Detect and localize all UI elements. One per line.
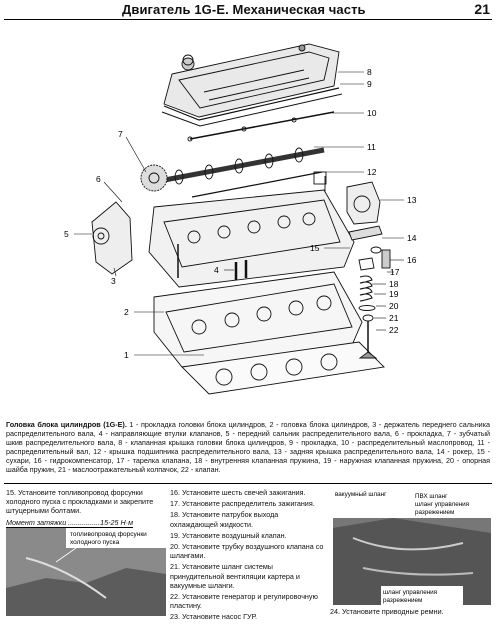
photo2-label-control-hose-2: шланг управления — [383, 589, 437, 596]
page-number: 21 — [474, 1, 490, 17]
step-16: 16. Установите шесть свечей зажигания. — [170, 488, 306, 497]
callout-11: 11 — [367, 142, 376, 152]
photo2-label-pcv-hose: ПВХ шланг — [415, 493, 448, 500]
step-17: 17. Установите распределитель зажигания. — [170, 499, 315, 509]
step-22: 22. Установите генератор и регулировочну… — [170, 592, 318, 611]
callout-6: 6 — [96, 174, 101, 184]
callout-5: 5 — [64, 229, 69, 239]
callout-12: 12 — [367, 167, 377, 177]
callout-4: 4 — [214, 265, 219, 275]
step-23: 23. Установите насос ГУР. — [170, 612, 257, 622]
cold-start-pipe-photo: топливопровод форсунки холодного пуска — [6, 528, 166, 616]
photo2-label-vacuum-hose: вакуумный шланг — [335, 490, 387, 498]
callout-17: 17 — [390, 267, 400, 277]
photo1-label-line2: холодного пуска — [70, 539, 120, 546]
callout-15: 15 — [310, 243, 320, 253]
caption-lead: Головка блока цилиндров (1G-E). — [6, 420, 127, 429]
photo1-label-line1: топливопровод форсунки — [70, 531, 147, 538]
callout-3: 3 — [111, 276, 116, 286]
step-19: 19. Установите воздушный клапан. — [170, 530, 287, 540]
exploded-view-diagram: 1 2 3 4 5 6 7 8 9 10 11 12 13 14 15 16 1… — [64, 43, 417, 395]
steps-column-1: 15. Установите топливопровод форсунки хо… — [6, 488, 166, 530]
step-20: 20. Установите трубку воздушного клапана… — [170, 542, 324, 561]
vacuum-hoses-photo: вакуумный шланг ПВХ шланг шланг управлен… — [333, 488, 491, 605]
page-title: Двигатель 1G-E. Механическая часть — [122, 2, 366, 17]
callout-19: 19 — [389, 289, 399, 299]
cylinder-head-drawing — [148, 189, 363, 368]
figure-caption: Головка блока цилиндров (1G-E). 1 - прок… — [6, 420, 490, 474]
caption-text: 1 - прокладка головки блока цилиндров, 2… — [6, 420, 490, 474]
valve-cover-drawing — [163, 43, 340, 121]
callout-20: 20 — [389, 301, 399, 311]
callout-7: 7 — [118, 129, 123, 139]
callout-9: 9 — [367, 79, 372, 89]
step-15: 15. Установите топливопровод форсунки хо… — [6, 488, 154, 516]
callout-1: 1 — [124, 350, 129, 360]
callout-8: 8 — [367, 67, 372, 77]
callout-16: 16 — [407, 255, 417, 265]
callout-13: 13 — [407, 195, 417, 205]
photo2-label-control-hose-1: шланг управления — [415, 501, 469, 508]
callout-21: 21 — [389, 313, 399, 323]
step-18: 18. Установите патрубок выхода охлаждающ… — [170, 510, 279, 529]
photo2-label-vacuum-1: разрежением — [415, 509, 454, 516]
callout-22: 22 — [389, 325, 399, 335]
torque-spec: Момент затяжки ................15-25 Н·м — [6, 517, 134, 528]
valve-train-drawing — [348, 225, 391, 359]
callout-14: 14 — [407, 233, 417, 243]
camshaft-drawing — [153, 147, 325, 185]
steps-column-2: 16. Установите шесть свечей зажигания. 1… — [170, 488, 326, 624]
callout-labels: 1 2 3 4 5 6 7 8 9 10 11 12 13 14 15 16 1… — [64, 67, 417, 360]
step-21: 21. Установите шланг системы принудитель… — [170, 562, 300, 590]
page-header: Двигатель 1G-E. Механическая часть 21 — [4, 1, 492, 20]
section-divider — [4, 483, 492, 484]
callout-18: 18 — [389, 279, 399, 289]
callout-2: 2 — [124, 307, 129, 317]
photo2-label-vacuum-2: разрежением — [383, 597, 422, 604]
step-24: 24. Установите приводные ремни. — [330, 607, 444, 616]
callout-10: 10 — [367, 108, 377, 118]
